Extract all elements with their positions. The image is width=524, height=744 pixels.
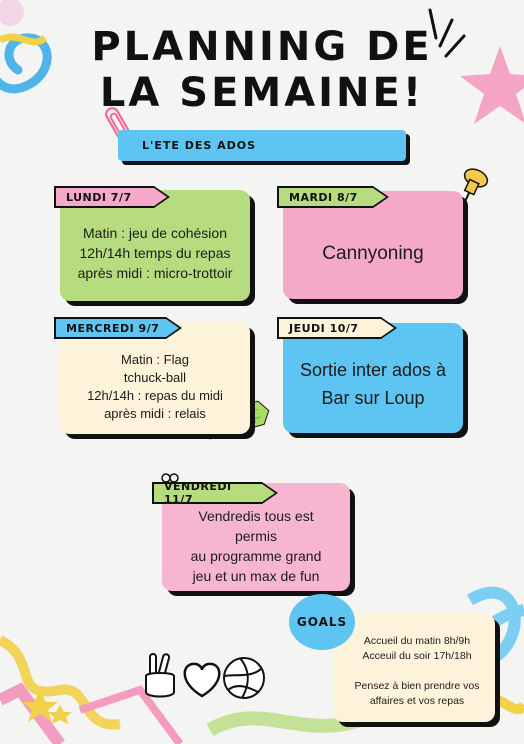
day-tag-mercredi: MERCREDI 9/7 xyxy=(54,317,182,339)
day-card-mercredi: Matin : Flag tchuck-ball 12h/14h : repas… xyxy=(60,322,250,434)
card-line: après midi : micro-trottoir xyxy=(77,264,233,281)
card-line: tchuck-ball xyxy=(123,370,187,385)
day-tag-label: MERCREDI 9/7 xyxy=(66,321,160,335)
card-line: Matin : Flag xyxy=(121,352,189,367)
day-tag-vendredi: VENDREDI 11/7 xyxy=(152,480,278,506)
card-line: 12h/14h temps du repas xyxy=(79,244,231,261)
goals-line: affaires et vos repas xyxy=(369,694,465,707)
peace-hand-icon xyxy=(145,653,175,698)
subtitle-text: L'ETE DES ADOS xyxy=(142,139,257,152)
card-line: Vendredis tous est xyxy=(198,508,314,524)
page-title: PLANNING DE LA SEMAINE! xyxy=(0,24,524,116)
card-line: jeu et un max de fun xyxy=(192,568,320,584)
goals-badge: GOALS xyxy=(289,594,355,650)
swirl-decoration xyxy=(0,33,52,94)
card-line: Cannyoning xyxy=(322,243,424,264)
volleyball-icon xyxy=(223,657,265,699)
day-tag-label: MARDI 8/7 xyxy=(289,190,358,204)
card-line: Bar sur Loup xyxy=(321,388,425,408)
day-tag-mardi: MARDI 8/7 xyxy=(277,186,389,208)
card-line: au programme grand xyxy=(190,548,322,564)
star-icon xyxy=(460,46,524,124)
card-line: permis xyxy=(234,528,277,544)
goals-line: Pensez à bien prendre vos xyxy=(354,679,480,692)
day-tag-label: JEUDI 10/7 xyxy=(289,321,359,335)
day-card-mardi: Cannyoning xyxy=(283,191,463,299)
title-line-2: LA SEMAINE! xyxy=(99,70,425,116)
card-line: Matin : jeu de cohésion xyxy=(83,224,227,241)
title-line-1: PLANNING DE xyxy=(91,24,433,70)
card-line: 12h/14h : repas du midi xyxy=(87,388,223,403)
icon-row xyxy=(145,653,265,699)
day-card-jeudi: Sortie inter ados à Bar sur Loup xyxy=(283,323,463,433)
goals-label: GOALS xyxy=(296,615,348,629)
goals-line: Acceuil du soir 17h/18h xyxy=(362,649,472,662)
day-card-lundi: Matin : jeu de cohésion 12h/14h temps du… xyxy=(60,190,250,301)
day-tag-label: LUNDI 7/7 xyxy=(66,190,132,204)
card-line: après midi : relais xyxy=(104,406,206,421)
day-tag-jeudi: JEUDI 10/7 xyxy=(277,317,397,339)
subtitle-banner xyxy=(118,130,406,161)
day-tag-lundi: LUNDI 7/7 xyxy=(54,186,170,208)
goals-line: Accueil du matin 8h/9h xyxy=(363,634,471,647)
goals-card: Accueil du matin 8h/9h Acceuil du soir 1… xyxy=(333,614,495,722)
day-tag-label: VENDREDI 11/7 xyxy=(164,480,232,506)
card-line: Sortie inter ados à xyxy=(299,360,447,380)
heart-icon xyxy=(183,662,221,698)
